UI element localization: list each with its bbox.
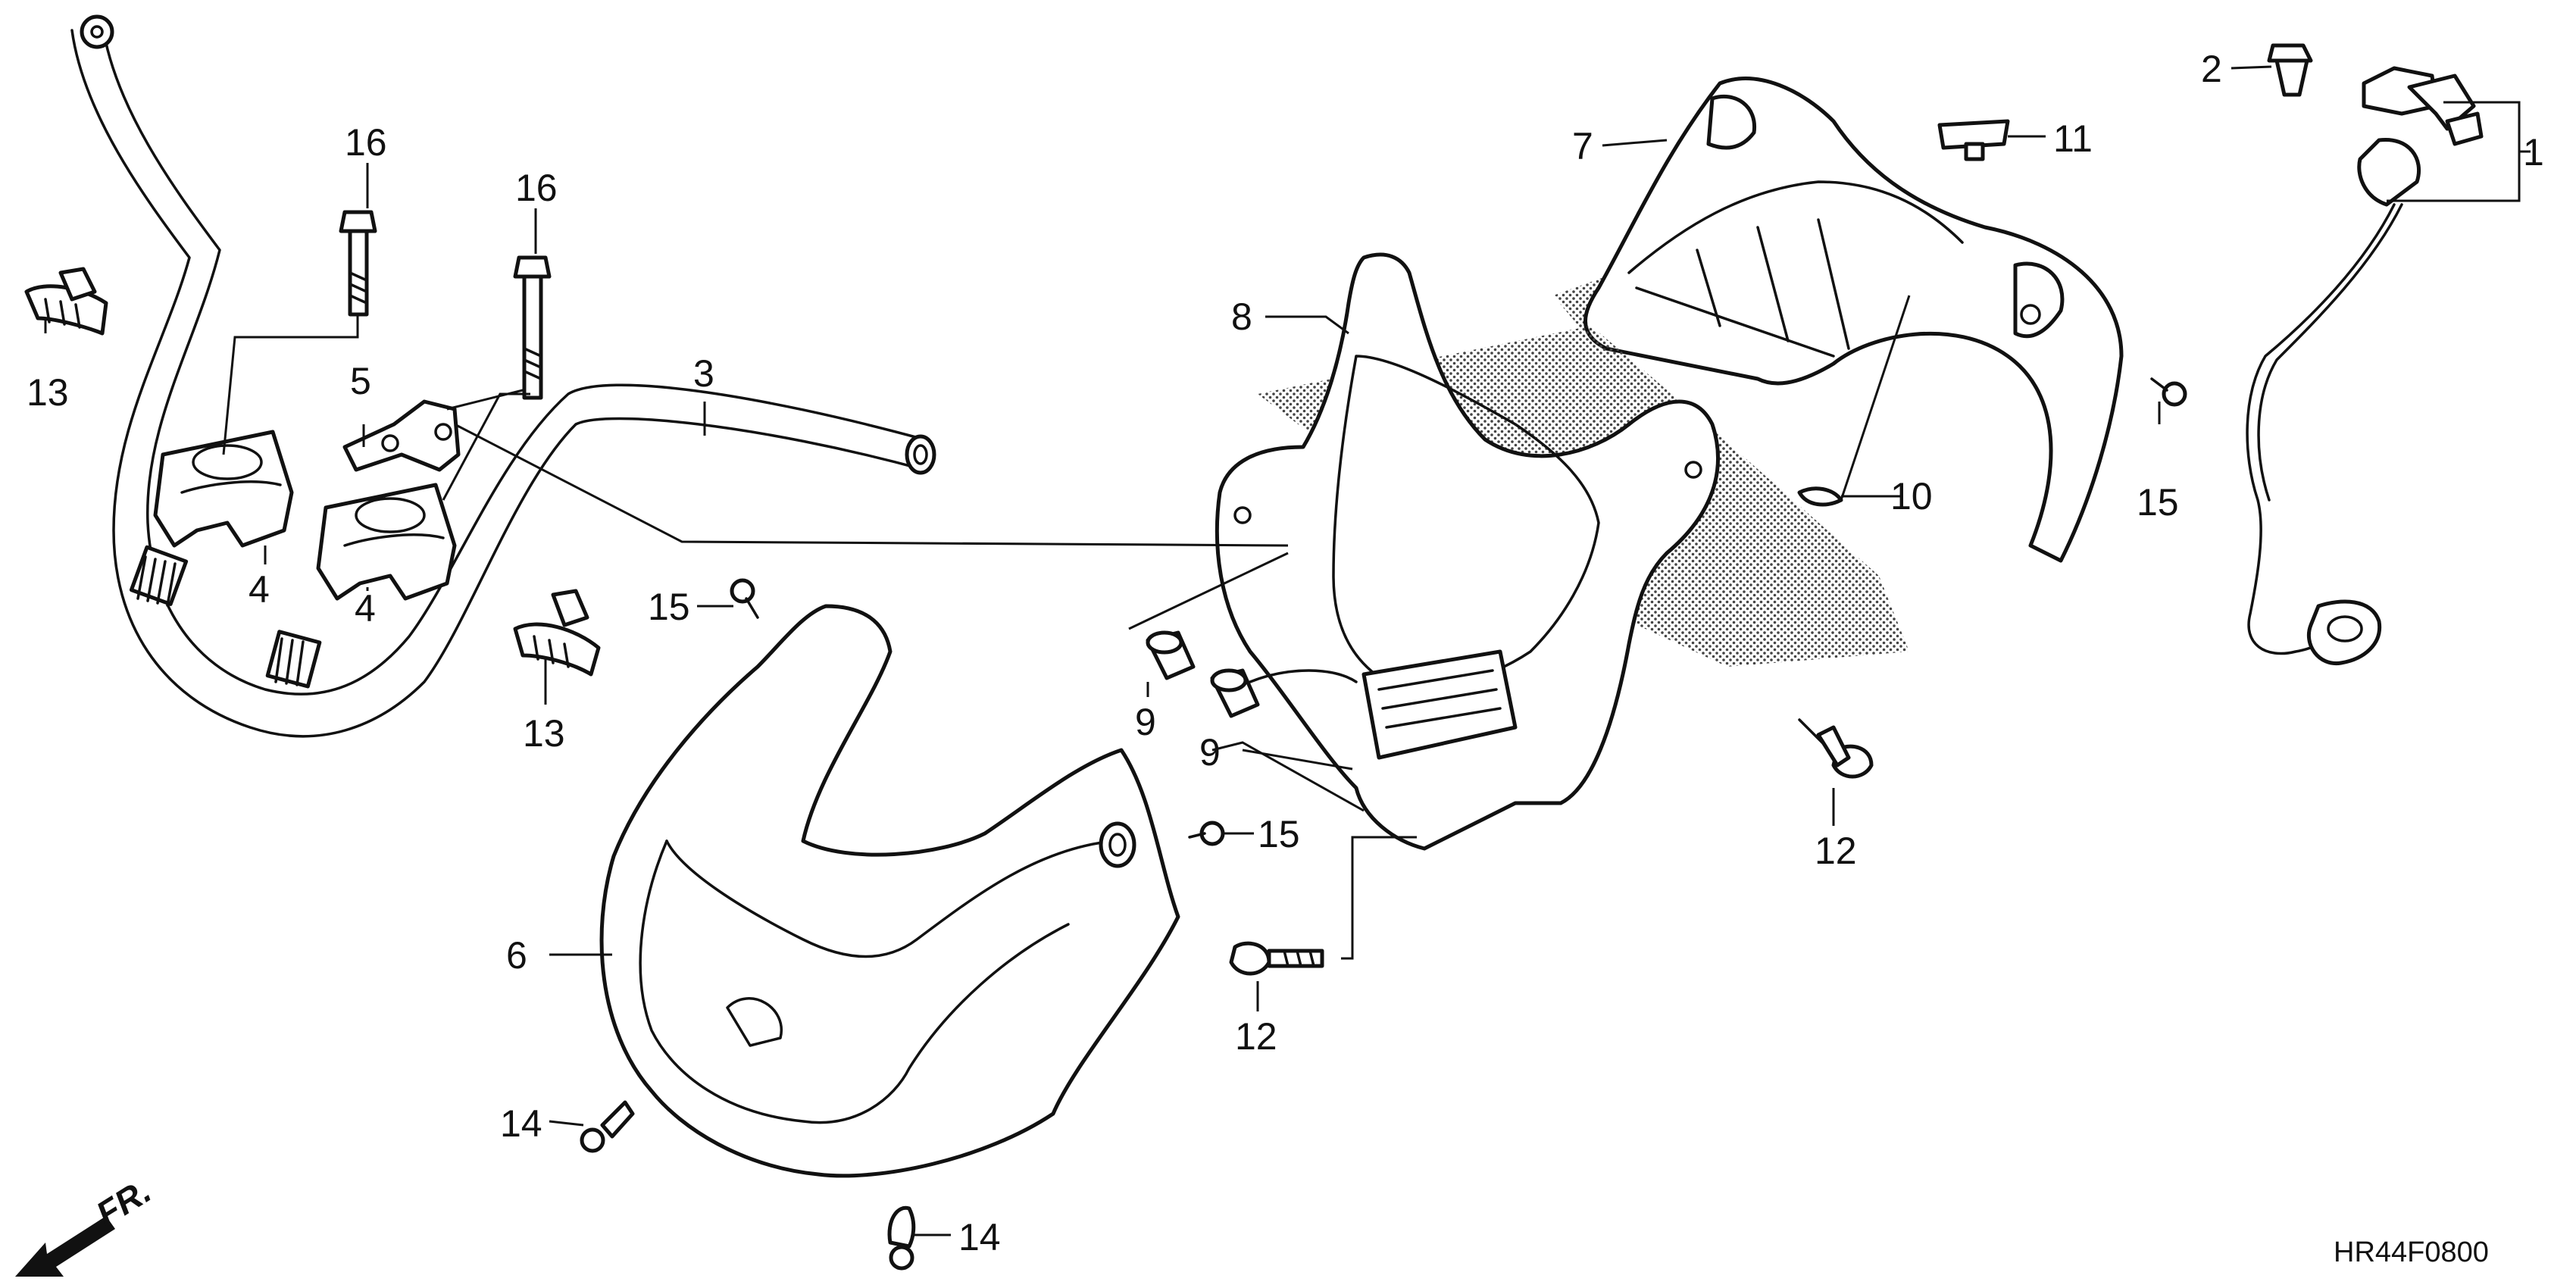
handlebar (70, 14, 936, 738)
callout-9-b: 9 (1199, 731, 1221, 774)
handle-front-cover (599, 604, 1180, 1178)
grommet-9-a (1146, 630, 1196, 680)
callout-12-right: 12 (1815, 830, 1857, 872)
callout-2: 2 (2201, 48, 2222, 90)
bolt-12-right (1798, 718, 1874, 779)
callout-16-left: 16 (345, 121, 387, 164)
callout-15-upper: 15 (648, 586, 690, 628)
screw-15-middle (1188, 821, 1225, 846)
callout-7: 7 (1572, 125, 1593, 167)
callout-14-left: 14 (500, 1102, 542, 1145)
bolt-16-left (339, 210, 377, 317)
grommet-9-b (1210, 668, 1260, 718)
callout-14-bottom: 14 (958, 1216, 1001, 1258)
wire-band-upper (24, 267, 108, 336)
key-2 (2267, 43, 2313, 97)
callout-4-left: 4 (249, 568, 270, 611)
knurl-center (265, 630, 322, 689)
handle-inner-body (1215, 252, 1909, 851)
callout-15-middle: 15 (1258, 813, 1300, 855)
front-arrow-icon (15, 1216, 115, 1277)
handle-rear-cover (1553, 77, 2124, 563)
clip-10 (1797, 486, 1843, 507)
screw-15-right (2150, 377, 2187, 407)
callout-9-a: 9 (1135, 701, 1156, 743)
diagram-code: HR44F0800 (2334, 1236, 2489, 1268)
callout-4-right: 4 (355, 587, 376, 630)
callout-5: 5 (350, 360, 371, 402)
callout-10: 10 (1890, 475, 1933, 517)
callout-3: 3 (693, 352, 714, 395)
rivet-14-left (580, 1100, 635, 1153)
callout-16-right: 16 (515, 167, 558, 209)
bolt-16-right (513, 255, 552, 400)
leader-lines (44, 65, 2531, 1236)
callout-13-upper: 13 (27, 371, 69, 414)
handlebar-holder-right (316, 483, 457, 601)
callout-1: 1 (2523, 131, 2544, 174)
callout-12-center: 12 (1235, 1015, 1277, 1058)
screw-15-upper (730, 578, 759, 619)
handlebar-holder-left (153, 430, 294, 548)
rivet-14-bottom (887, 1205, 916, 1271)
wire-band-lower (513, 589, 601, 677)
callout-11: 11 (2053, 117, 2093, 160)
wire-bracket (342, 399, 461, 472)
callout-8: 8 (1231, 295, 1252, 338)
bolt-12-center (1229, 941, 1324, 976)
callout-6: 6 (506, 934, 527, 977)
knurl-left (129, 545, 189, 607)
combination-switch (2246, 66, 2484, 665)
callout-13-lower: 13 (523, 712, 565, 755)
callout-15-right: 15 (2137, 481, 2179, 524)
rubber-11 (1937, 119, 2010, 161)
